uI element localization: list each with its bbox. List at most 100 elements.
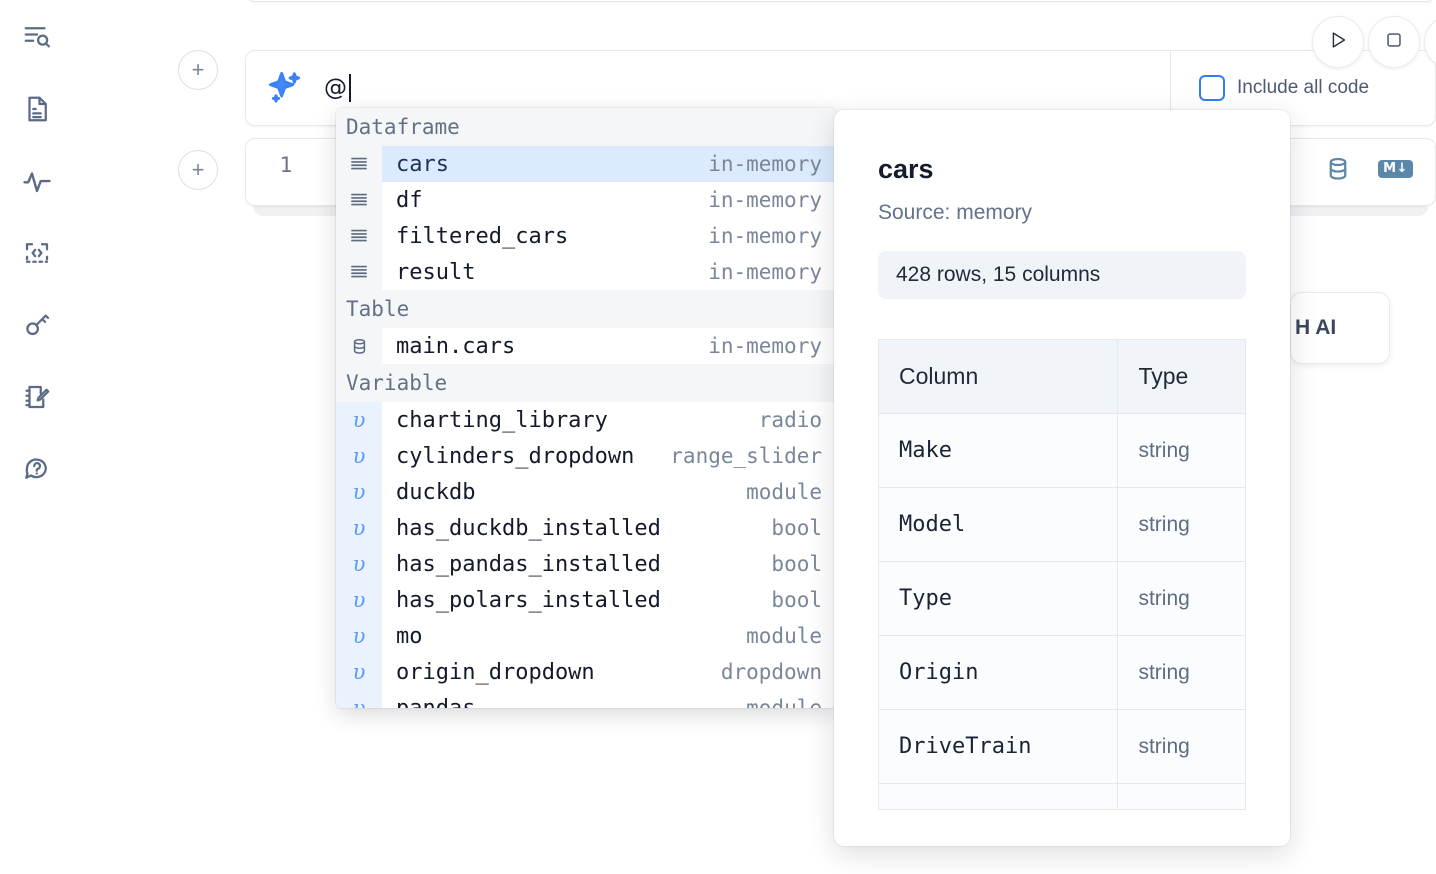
cell-column-name: Make <box>877 413 1119 488</box>
autocomplete-item-label: mo <box>396 623 423 649</box>
notebook-pencil-icon <box>22 382 52 412</box>
cell-icon-group: M↓ <box>1324 155 1413 183</box>
autocomplete-item-label: cylinders_dropdown <box>396 443 635 469</box>
sidebar-item-activity[interactable] <box>14 158 60 204</box>
table-row: Make string <box>877 413 1246 488</box>
autocomplete-item-result[interactable]: result in-memory <box>336 254 836 290</box>
autocomplete-item-meta: module <box>746 624 822 648</box>
autocomplete-item-cars[interactable]: cars in-memory <box>336 146 836 182</box>
dataframe-rows-icon <box>336 146 382 182</box>
autocomplete-item-label: df <box>396 187 423 213</box>
add-cell-button-above[interactable]: + <box>178 50 218 90</box>
autocomplete-item-meta: radio <box>758 408 822 432</box>
stop-cell-button[interactable] <box>1368 16 1420 68</box>
sidebar-item-explore-outline[interactable] <box>14 14 60 60</box>
dataframe-rows-icon <box>336 182 382 218</box>
autocomplete-item-meta: dropdown <box>720 660 822 684</box>
database-icon <box>336 328 382 364</box>
variable-icon: υ <box>336 690 382 708</box>
variable-icon: υ <box>336 510 382 546</box>
column-header-type: Type <box>1117 339 1246 414</box>
sidebar-item-documentation[interactable] <box>14 86 60 132</box>
markdown-badge: M↓ <box>1378 159 1413 179</box>
ai-prompt-value: @ <box>324 75 348 101</box>
database-icon[interactable] <box>1324 155 1352 183</box>
autocomplete-item-label: charting_library <box>396 407 608 433</box>
sparkles-icon <box>246 51 324 125</box>
autocomplete-item-meta: bool <box>771 588 822 612</box>
autocomplete-item-meta: bool <box>771 552 822 576</box>
autocomplete-item-label: cars <box>396 151 449 177</box>
preview-title: cars <box>878 154 934 184</box>
table-row: Type string <box>877 561 1246 636</box>
play-icon <box>1327 29 1349 56</box>
code-brackets-icon <box>22 238 52 268</box>
mention-autocomplete-dropdown[interactable]: Dataframe cars in-memory df in-memory fi… <box>336 108 836 708</box>
cell-column-name: DriveTrain <box>877 709 1119 784</box>
text-caret <box>348 74 351 102</box>
autocomplete-item-mo[interactable]: υ mo module <box>336 618 836 654</box>
stop-square-icon <box>1383 29 1405 56</box>
preview-shape-badge: 428 rows, 15 columns <box>878 251 1246 299</box>
cell-column-type: string <box>1117 487 1246 562</box>
cell-column-name: Origin <box>877 635 1119 710</box>
variable-icon: υ <box>336 474 382 510</box>
sidebar-item-help[interactable] <box>14 446 60 492</box>
variable-icon: υ <box>336 582 382 618</box>
autocomplete-item-charting-library[interactable]: υ charting_library radio <box>336 402 836 438</box>
autocomplete-item-main-cars[interactable]: main.cars in-memory <box>336 328 836 364</box>
add-cell-button-below[interactable]: + <box>178 150 218 190</box>
autocomplete-item-label: has_polars_installed <box>396 587 661 613</box>
variable-icon: υ <box>336 546 382 582</box>
autocomplete-item-origin-dropdown[interactable]: υ origin_dropdown dropdown <box>336 654 836 690</box>
autocomplete-item-label: pandas <box>396 695 476 709</box>
file-text-icon <box>22 94 52 124</box>
variable-icon: υ <box>336 402 382 438</box>
sidebar-item-snippets[interactable] <box>14 230 60 276</box>
markdown-icon[interactable]: M↓ <box>1378 159 1413 179</box>
autocomplete-item-label: duckdb <box>396 479 476 505</box>
autocomplete-group-header: Variable <box>336 364 836 402</box>
ai-prompt-input[interactable]: @ <box>324 51 1170 125</box>
include-all-code-row: Include all code <box>1170 51 1435 125</box>
cell-column-type: string <box>1117 635 1246 710</box>
table-header-row: Column Type <box>877 339 1246 414</box>
autocomplete-item-has-polars-installed[interactable]: υ has_polars_installed bool <box>336 582 836 618</box>
table-row-clipped <box>877 783 1246 810</box>
run-cell-button[interactable] <box>1312 16 1364 68</box>
column-header-column: Column <box>877 339 1119 414</box>
include-all-code-checkbox[interactable] <box>1199 75 1225 101</box>
autocomplete-item-has-pandas-installed[interactable]: υ has_pandas_installed bool <box>336 546 836 582</box>
generate-with-ai-button[interactable]: H AI <box>1290 292 1390 364</box>
variable-icon: υ <box>336 438 382 474</box>
autocomplete-item-meta: in-memory <box>708 224 822 248</box>
preview-schema-table: Column Type Make string Model string Typ… <box>877 339 1246 810</box>
cell-column-type: string <box>1117 561 1246 636</box>
line-number: 1 <box>279 153 293 177</box>
autocomplete-item-df[interactable]: df in-memory <box>336 182 836 218</box>
autocomplete-item-meta: in-memory <box>708 188 822 212</box>
autocomplete-item-meta: in-memory <box>708 260 822 284</box>
activity-pulse-icon <box>22 166 52 196</box>
sidebar-item-secrets[interactable] <box>14 302 60 348</box>
previous-cell-card <box>245 0 1436 2</box>
autocomplete-item-cylinders-dropdown[interactable]: υ cylinders_dropdown range_slider <box>336 438 836 474</box>
variable-icon: υ <box>336 654 382 690</box>
autocomplete-item-meta: bool <box>771 516 822 540</box>
autocomplete-item-meta: range_slider <box>670 444 822 468</box>
cell-column-name: Model <box>877 487 1119 562</box>
list-search-icon <box>22 22 52 52</box>
autocomplete-item-label: main.cars <box>396 333 516 359</box>
autocomplete-item-label: has_pandas_installed <box>396 551 661 577</box>
dataframe-rows-icon <box>336 254 382 290</box>
sidebar-item-scratchpad[interactable] <box>14 374 60 420</box>
autocomplete-item-filtered-cars[interactable]: filtered_cars in-memory <box>336 218 836 254</box>
autocomplete-item-duckdb[interactable]: υ duckdb module <box>336 474 836 510</box>
dataframe-preview-panel: cars Source: memory 428 rows, 15 columns… <box>834 110 1290 846</box>
autocomplete-item-label: origin_dropdown <box>396 659 595 685</box>
dataframe-rows-icon <box>336 218 382 254</box>
autocomplete-item-has-duckdb-installed[interactable]: υ has_duckdb_installed bool <box>336 510 836 546</box>
autocomplete-group-header: Dataframe <box>336 108 836 146</box>
autocomplete-item-pandas[interactable]: υ pandas module <box>336 690 836 708</box>
autocomplete-item-meta: in-memory <box>708 334 822 358</box>
